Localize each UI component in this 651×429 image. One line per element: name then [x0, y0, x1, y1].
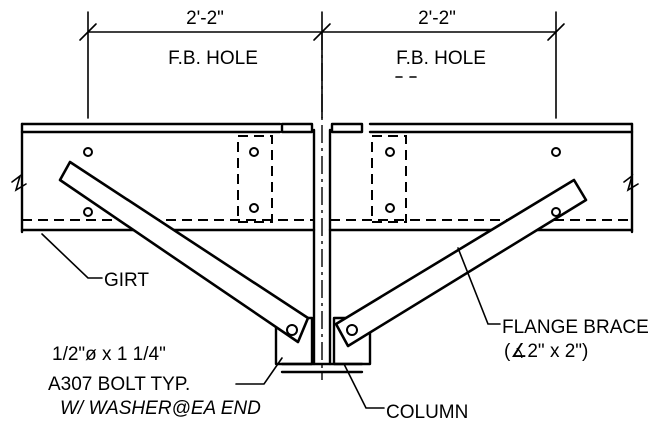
break-marks	[11, 173, 639, 192]
flange-brace-size-label: (∡2" x 2")	[504, 341, 588, 362]
flange-brace-left	[58, 160, 310, 344]
flange-brace-right	[334, 178, 588, 348]
flange-brace-label: FLANGE BRACE	[502, 317, 649, 338]
bolt-washer-label: W/ WASHER@EA END	[60, 398, 261, 419]
hole-left-label: F.B. HOLE	[168, 48, 258, 69]
girt-label: GIRT	[104, 270, 149, 291]
clip-angle-right	[371, 135, 407, 223]
dimension-right-label: 2'-2"	[418, 8, 456, 29]
girt-right	[328, 122, 634, 234]
bolt-type-label: A307 BOLT TYP.	[48, 374, 190, 395]
hole-right-label: F.B. HOLE	[396, 48, 486, 69]
bolts	[83, 147, 561, 336]
column-top-plates	[280, 122, 364, 134]
column-label: COLUMN	[386, 402, 468, 423]
clip-angle-left	[237, 135, 273, 223]
dimension-left-label: 2'-2"	[186, 8, 224, 29]
leader-lines	[41, 76, 501, 409]
bolt-size-label: 1/2"ø x 1 1/4"	[52, 344, 166, 365]
